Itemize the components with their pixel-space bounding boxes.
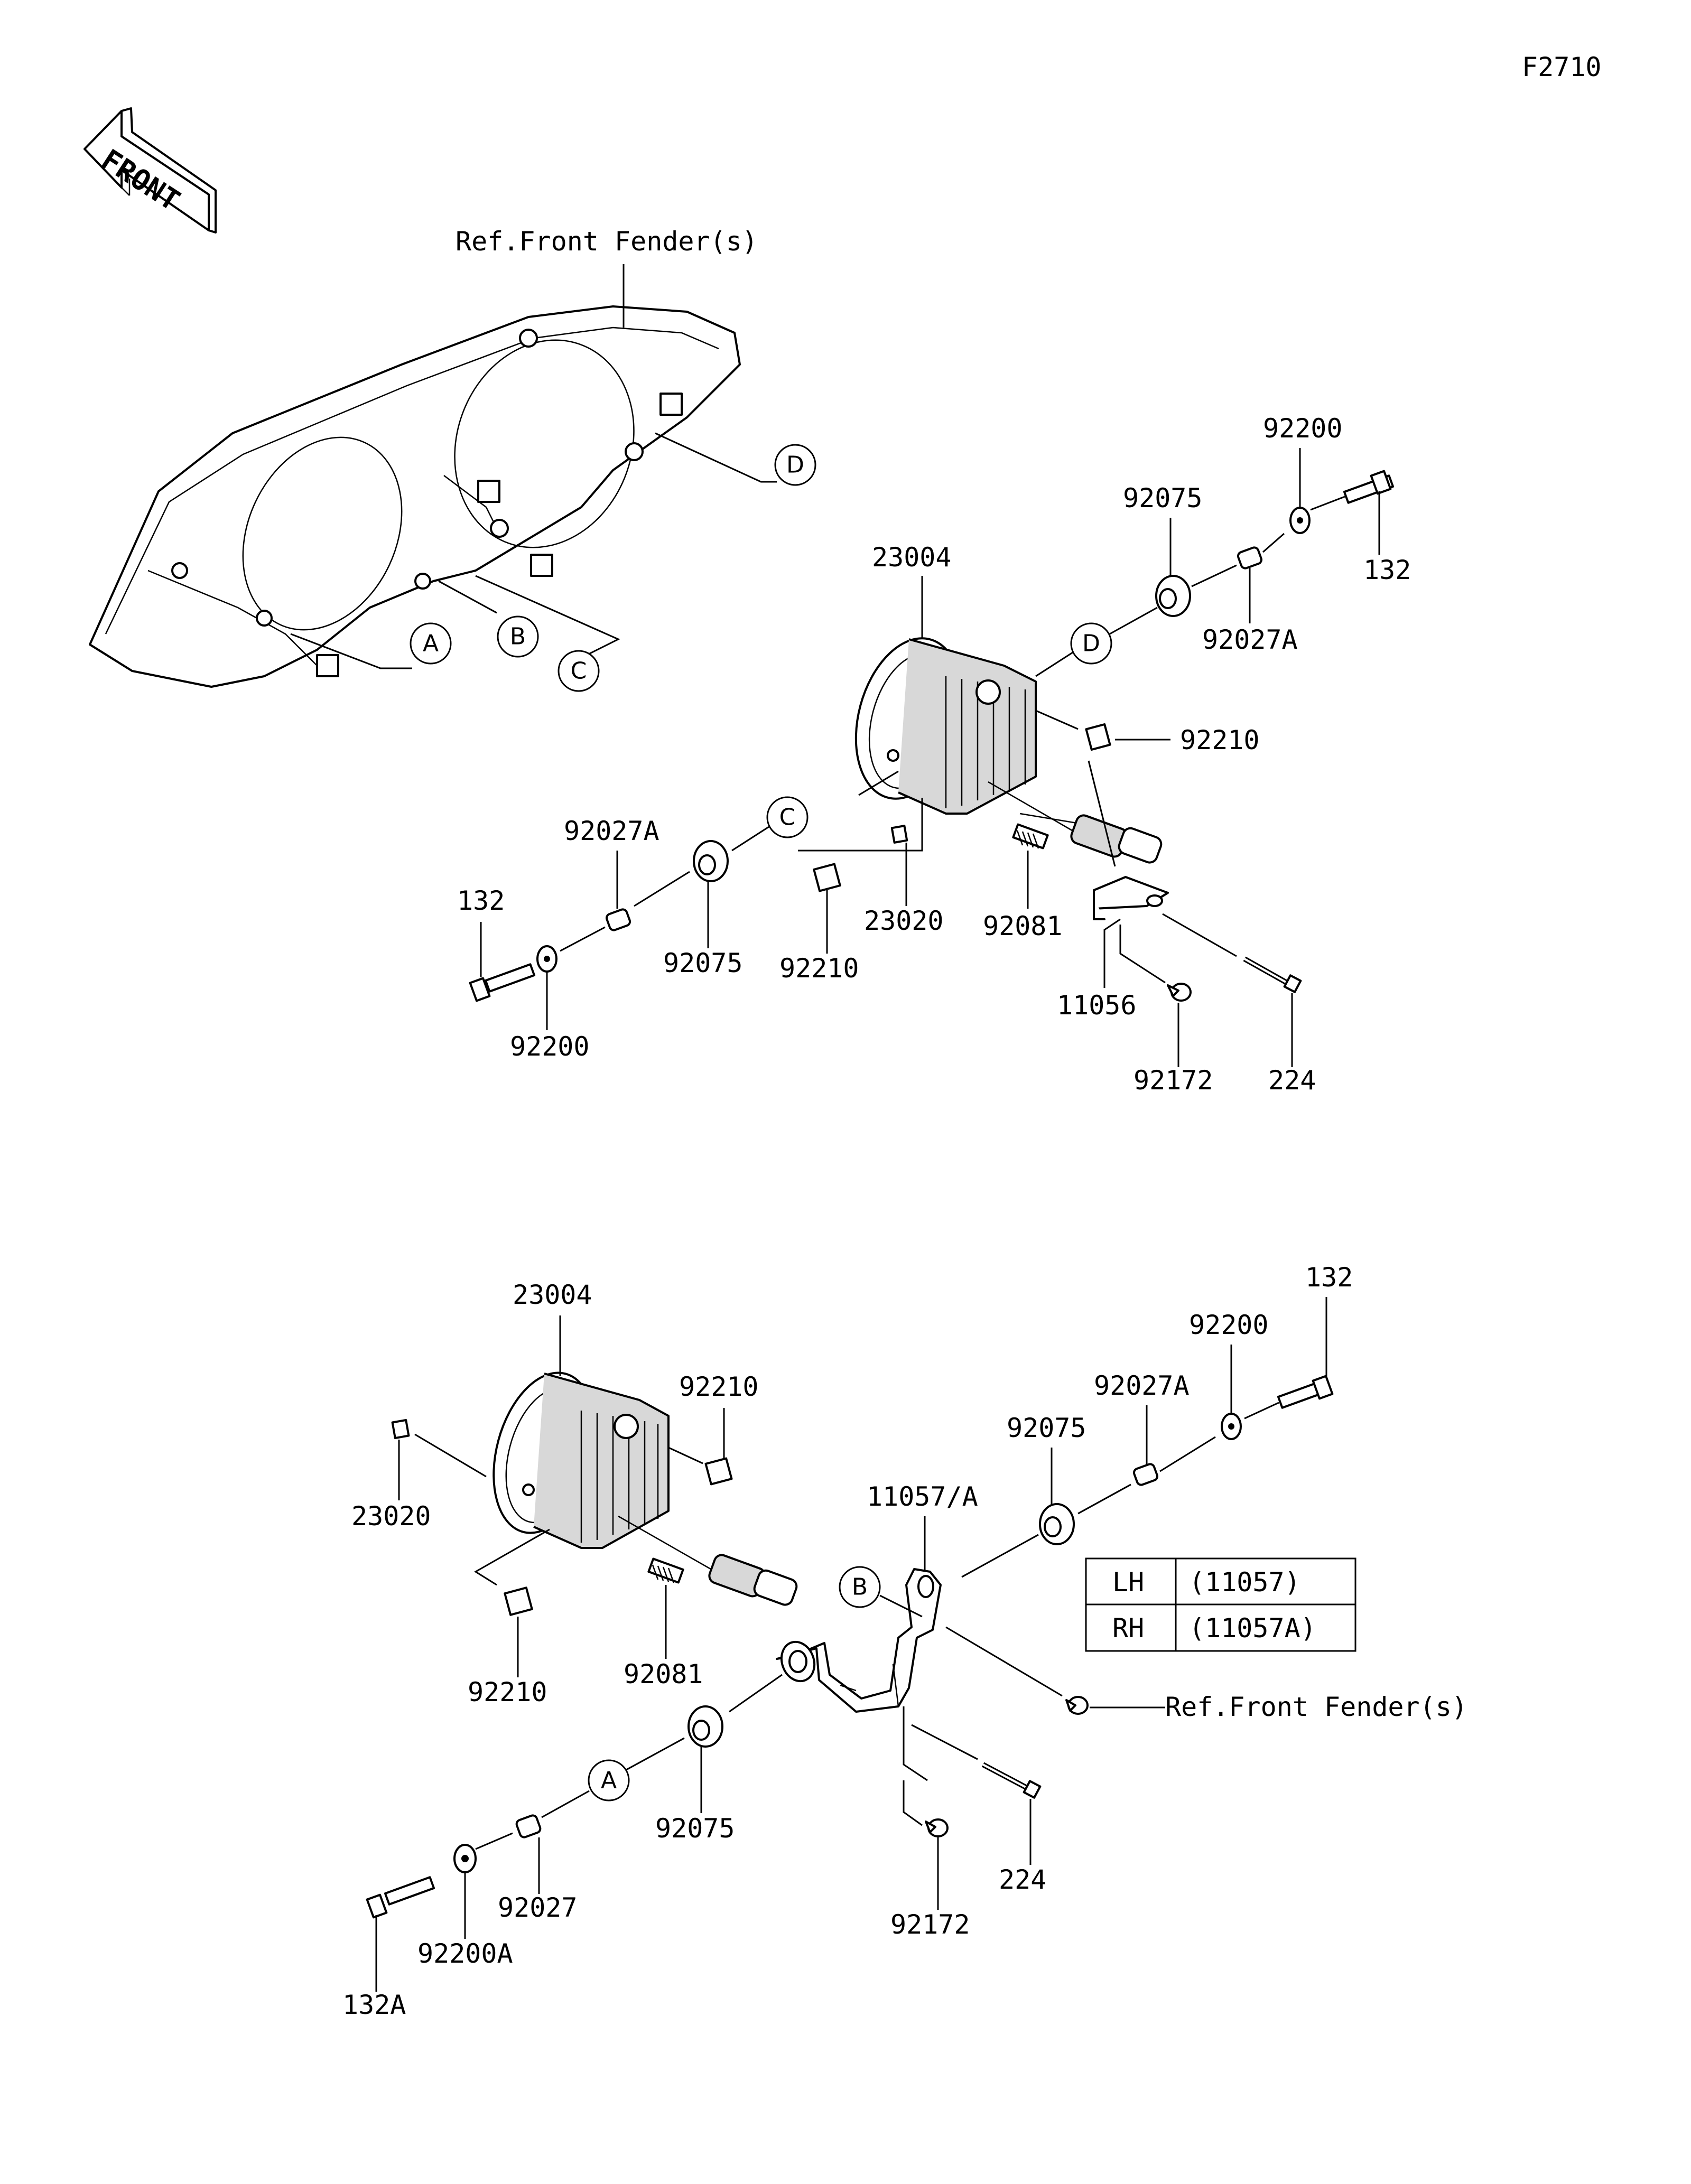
front-arrow-icon: FRONT bbox=[83, 107, 217, 234]
label-132-lower-right: 132 bbox=[1305, 1262, 1353, 1293]
label-92200A-lower: 92200A bbox=[417, 1938, 513, 1969]
label-92075-upper-right: 92075 bbox=[1123, 483, 1203, 514]
grommet-92075-upper-left bbox=[693, 840, 729, 882]
nut-92210-lower-bottom bbox=[504, 1586, 533, 1616]
label-224-upper: 224 bbox=[1268, 1065, 1316, 1096]
screw-92172-lower bbox=[925, 1818, 949, 1837]
connector-92081-upper bbox=[1012, 813, 1163, 864]
bolt-224-upper bbox=[1243, 956, 1302, 993]
cap-23020-upper bbox=[890, 825, 908, 844]
label-92081-lower: 92081 bbox=[624, 1659, 703, 1690]
grommet-92075-lower-right bbox=[1039, 1503, 1075, 1545]
collar-92027A-lower-right bbox=[1132, 1463, 1159, 1486]
svg-text:B: B bbox=[510, 623, 526, 650]
bracket-11056 bbox=[1093, 876, 1169, 920]
nut-92210-lower-top bbox=[704, 1457, 733, 1486]
table-row-rh-side: RH bbox=[1112, 1613, 1144, 1644]
nut-92210-upper-left bbox=[813, 863, 841, 892]
collar-92027-lower bbox=[515, 1814, 542, 1838]
label-92200-upper-right: 92200 bbox=[1263, 413, 1343, 444]
table-row-lh-part: (11057) bbox=[1189, 1567, 1300, 1598]
label-132-upper-right: 132 bbox=[1363, 555, 1411, 585]
label-132A-lower: 132A bbox=[342, 1990, 406, 2020]
grommet-92075-upper-right bbox=[1155, 575, 1191, 617]
washer-92200-upper-left bbox=[536, 945, 558, 973]
nut-92210-upper-right bbox=[1085, 723, 1111, 751]
collar-92027A-upper-left bbox=[605, 908, 631, 931]
svg-text:B: B bbox=[852, 1574, 868, 1601]
label-23004-lower: 23004 bbox=[513, 1280, 592, 1310]
variant-table: LH (11057) RH (11057A) bbox=[1085, 1557, 1356, 1652]
label-92027-lower: 92027 bbox=[498, 1892, 578, 1923]
label-132-upper-left: 132 bbox=[457, 885, 505, 916]
label-92027A-upper-right: 92027A bbox=[1202, 624, 1298, 655]
label-92075-lower-left: 92075 bbox=[655, 1813, 735, 1844]
label-92200-lower-right: 92200 bbox=[1189, 1310, 1269, 1340]
label-92172-lower: 92172 bbox=[890, 1909, 970, 1940]
screw-92172-upper bbox=[1167, 983, 1192, 1002]
label-92210-lower-bottom: 92210 bbox=[468, 1677, 547, 1707]
label-92075-lower-right: 92075 bbox=[1007, 1413, 1086, 1443]
screw-ref-fender bbox=[1065, 1696, 1089, 1715]
svg-text:D: D bbox=[786, 452, 804, 479]
svg-text:A: A bbox=[601, 1767, 617, 1794]
label-92172-upper: 92172 bbox=[1133, 1065, 1213, 1096]
label-92081-upper: 92081 bbox=[983, 911, 1063, 941]
headlight-lower bbox=[493, 1371, 730, 1581]
table-row-rh-part: (11057A) bbox=[1189, 1613, 1316, 1644]
ref-front-fender-bottom: Ref.Front Fender(s) bbox=[1165, 1692, 1467, 1722]
bolt-132A-lower bbox=[366, 1876, 435, 1919]
label-224-lower: 224 bbox=[999, 1864, 1046, 1895]
callout-b-top bbox=[497, 615, 539, 658]
bolt-132-lower-right bbox=[1277, 1375, 1334, 1409]
collar-92027A-upper-right bbox=[1237, 546, 1263, 570]
bolt-224-lower bbox=[981, 1762, 1042, 1799]
label-92200-upper-left: 92200 bbox=[510, 1031, 590, 1062]
washer-92200-lower-right bbox=[1221, 1413, 1242, 1440]
callout-d-right bbox=[1070, 622, 1112, 665]
callout-d-top bbox=[774, 444, 816, 486]
svg-text:C: C bbox=[571, 658, 587, 685]
headlight-upper bbox=[854, 637, 1089, 841]
label-23020-upper: 23020 bbox=[864, 906, 944, 936]
bolt-132-upper-right bbox=[1343, 470, 1395, 504]
callout-a-bottom bbox=[588, 1759, 630, 1802]
callout-c-left bbox=[766, 796, 809, 838]
table-row-lh-side: LH bbox=[1112, 1567, 1144, 1598]
cap-23020-lower bbox=[391, 1418, 410, 1440]
bracket-11057-a bbox=[776, 1568, 942, 1713]
ref-front-fender-top: Ref.Front Fender(s) bbox=[456, 226, 758, 257]
svg-text:C: C bbox=[779, 804, 796, 831]
callout-a-top bbox=[410, 622, 452, 665]
label-92210-upper-left: 92210 bbox=[779, 953, 859, 984]
label-11057A: 11057/A bbox=[867, 1481, 978, 1512]
front-fender-housing bbox=[89, 305, 741, 688]
label-92027A-lower-right: 92027A bbox=[1094, 1370, 1190, 1401]
label-92210-upper-right: 92210 bbox=[1180, 725, 1260, 755]
grommet-92075-lower-left bbox=[687, 1705, 723, 1748]
label-11056: 11056 bbox=[1057, 990, 1137, 1021]
svg-text:D: D bbox=[1082, 630, 1100, 657]
bolt-132-upper-left bbox=[469, 963, 536, 1002]
svg-text:A: A bbox=[423, 630, 439, 657]
washer-92200A-lower bbox=[453, 1844, 477, 1873]
label-92027A-upper-left: 92027A bbox=[564, 816, 659, 846]
connector-92081-lower bbox=[647, 1554, 798, 1606]
washer-92200-upper-right bbox=[1289, 507, 1311, 534]
label-23004-upper: 23004 bbox=[872, 542, 952, 573]
label-92075-upper-left: 92075 bbox=[663, 948, 743, 978]
label-92210-lower-top: 92210 bbox=[679, 1371, 759, 1402]
callout-c-top bbox=[558, 650, 600, 692]
figure-id: F2710 bbox=[1522, 52, 1602, 82]
label-23020-lower: 23020 bbox=[351, 1501, 431, 1532]
callout-b-bottom bbox=[839, 1566, 881, 1608]
